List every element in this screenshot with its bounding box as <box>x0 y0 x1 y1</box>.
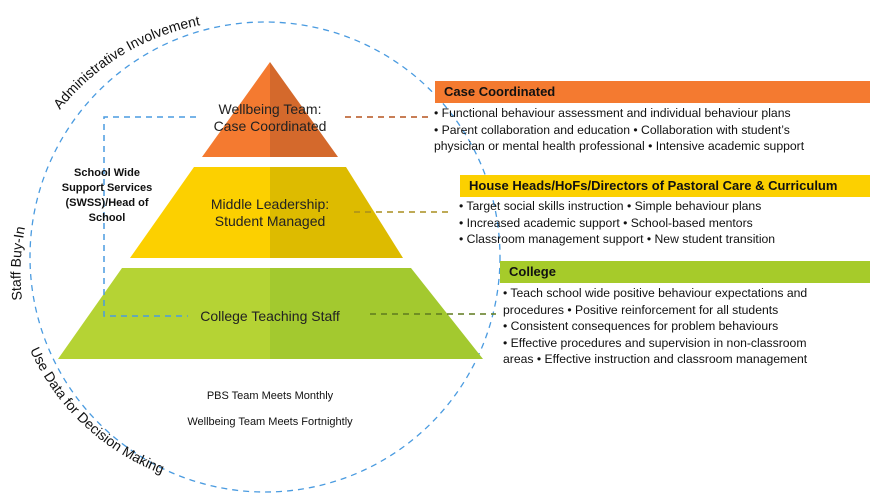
box-line: areas • Effective instruction and classr… <box>503 352 808 366</box>
arc-label-top: Administrative Involvement <box>50 12 201 112</box>
box-line: • Parent collaboration and education • C… <box>434 122 790 137</box>
tier-bottom-label: College Teaching Staff <box>170 308 370 325</box>
box-line: procedures • Positive reinforcement for … <box>503 302 779 317</box>
box-line: • Classroom management support • New stu… <box>459 232 776 246</box>
tier-top-label-line1: Wellbeing Team: <box>218 101 322 117</box>
framework-circle <box>29 21 501 493</box>
swss-bracket <box>103 116 196 317</box>
tier-bottom-right <box>270 268 483 359</box>
box-text-house-heads: • Target social skills instruction • Sim… <box>459 198 775 248</box>
box-line: • Increased academic support • School-ba… <box>459 215 753 230</box>
box-line: • Consistent consequences for problem be… <box>503 319 779 333</box>
note-wellbeing-team: Wellbeing Team Meets Fortnightly <box>187 416 353 428</box>
arc-label-left: Staff Buy-In <box>8 225 29 301</box>
tier-middle-label: Middle Leadership: Student Managed <box>180 196 360 230</box>
tier-top-label-line2: Case Coordinated <box>213 118 327 134</box>
tier-bottom-label-line1: College Teaching Staff <box>200 308 340 324</box>
tier-bottom-left <box>58 268 270 359</box>
box-title-house-heads: House Heads/HoFs/Directors of Pastoral C… <box>460 175 870 197</box>
box-line: • Effective procedures and supervision i… <box>503 335 807 350</box>
box-text-college: • Teach school wide positive behaviour e… <box>503 285 807 368</box>
box-title-case-coordinated: Case Coordinated <box>435 81 870 103</box>
box-line: • Functional behaviour assessment and in… <box>434 106 791 120</box>
tier-top-right <box>270 62 338 157</box>
tier-top-label: Wellbeing Team: Case Coordinated <box>190 101 350 135</box>
box-line: • Target social skills instruction • Sim… <box>459 199 762 213</box>
box-title-college: College <box>500 261 870 283</box>
tier-middle-label-line1: Middle Leadership: <box>210 196 330 212</box>
box-text-case-coordinated: • Functional behaviour assessment and in… <box>434 105 804 155</box>
tier-middle-left <box>130 167 270 258</box>
arc-label-bottom: Use Data for Decision Making <box>27 344 166 476</box>
note-pbs-team: PBS Team Meets Monthly <box>206 390 334 402</box>
box-line: physician or mental health professional … <box>434 139 805 153</box>
tier-top-left <box>202 62 270 157</box>
box-line: • Teach school wide positive behaviour e… <box>503 286 808 300</box>
tier-middle-label-line2: Student Managed <box>214 213 326 229</box>
swss-label: School Wide Support Services (SWSS)/Head… <box>61 167 153 224</box>
tier-middle-right <box>270 167 403 258</box>
